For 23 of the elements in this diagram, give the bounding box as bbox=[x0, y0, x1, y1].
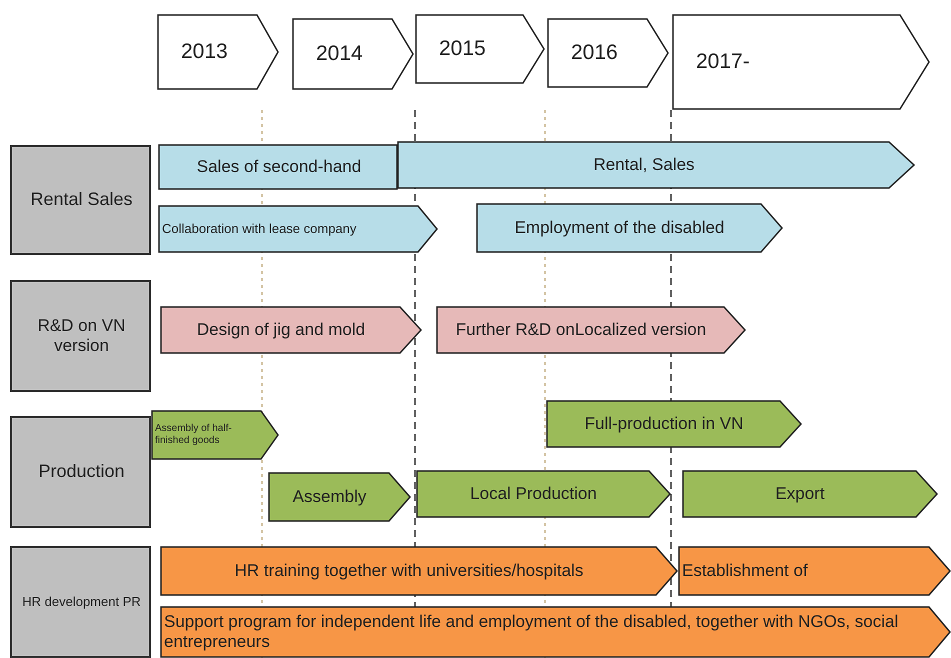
timeline-bar: Rental, Sales bbox=[397, 141, 915, 189]
timeline-bar: Establishment of bbox=[678, 546, 951, 596]
row-header-panel: Production bbox=[10, 416, 151, 528]
timeline-bar: Assembly of half-finished goods bbox=[151, 410, 279, 460]
row-header-panel: HR development PR bbox=[10, 546, 151, 658]
timeline-bar: Employment of the disabled bbox=[476, 203, 783, 253]
timeline-bar: Export bbox=[682, 470, 938, 518]
year-banner: 2013 bbox=[157, 14, 279, 90]
timeline-bar: HR training together with universities/hospitals bbox=[160, 546, 678, 596]
timeline-bar: Further R&D onLocalized version bbox=[436, 306, 746, 354]
timeline-bar: Design of jig and mold bbox=[160, 306, 422, 354]
timeline-bar: Full-production in VN bbox=[546, 400, 802, 448]
timeline-bar: Collaboration with lease company bbox=[158, 205, 438, 253]
year-banner: 2015 bbox=[415, 14, 545, 84]
row-header-panel: R&D on VN version bbox=[10, 280, 151, 392]
year-banner: 2016 bbox=[547, 18, 669, 88]
timeline-bar: Sales of second-hand bbox=[158, 144, 398, 190]
year-banner: 2014 bbox=[292, 18, 414, 90]
timeline-bar: Assembly bbox=[268, 472, 411, 522]
timeline-bar: Support program for independent life and employment of the disabled, together with NGOs, social entrepreneurs bbox=[160, 606, 951, 658]
year-banner: 2017- bbox=[672, 14, 930, 110]
timeline-bar: Local Production bbox=[416, 470, 671, 518]
row-header-panel: Rental Sales bbox=[10, 145, 151, 255]
